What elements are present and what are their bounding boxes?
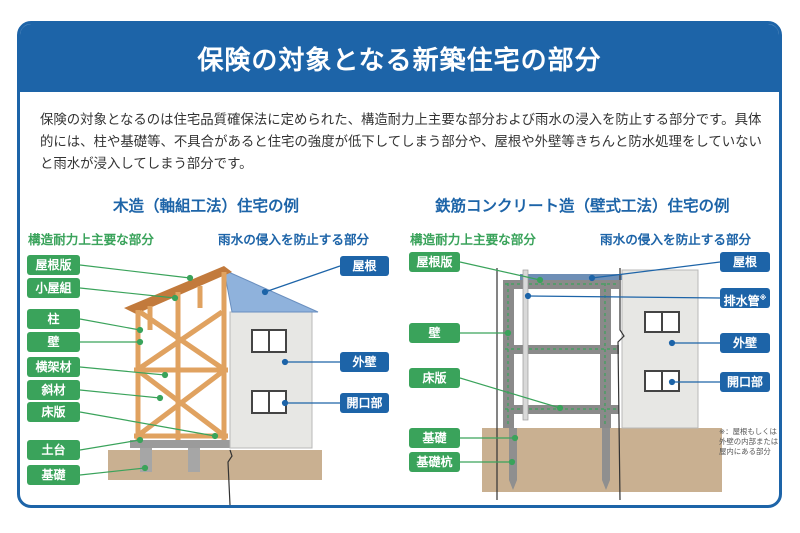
wood-timber-frame <box>134 272 228 440</box>
wood-ground <box>108 450 322 480</box>
wood-roof <box>223 269 319 313</box>
wood-label-opening: 開口部 <box>340 393 389 413</box>
wood-label-floor: 床版 <box>27 402 80 422</box>
intro-text: 保険の対象となるのは住宅品質確保法に定められた、構造耐力上主要な部分および雨水の… <box>40 113 762 172</box>
rc-exterior-wall <box>621 269 699 429</box>
wood-label-exterior-wall: 外壁 <box>340 352 389 372</box>
wood-label-foundation: 基礎 <box>27 465 80 485</box>
rc-section-title: 鉄筋コンクリート造（壁式工法）住宅の例 <box>435 197 730 215</box>
rc-label-opening: 開口部 <box>720 372 770 392</box>
wood-label-wall: 壁 <box>27 332 80 352</box>
card-header: 保険の対象となる新築住宅の部分 <box>20 24 779 92</box>
wood-foundation <box>130 440 230 448</box>
wood-label-roof-frame: 小屋組 <box>27 278 80 298</box>
rc-label-pile: 基礎杭 <box>409 452 460 472</box>
wood-structural-leaders <box>79 264 219 476</box>
wood-structural-heading: 構造耐力上主要な部分 <box>28 232 154 247</box>
rc-structural-leaders <box>459 261 564 466</box>
rc-label-floor: 床版 <box>409 368 460 388</box>
rc-drain-pipe <box>522 269 529 421</box>
wood-section-title: 木造（軸組工法）住宅の例 <box>113 197 300 215</box>
wood-label-brace: 斜材 <box>27 380 80 400</box>
wood-house-illustration <box>108 266 322 506</box>
rc-structural-heading: 構造耐力上主要な部分 <box>410 232 536 247</box>
page-title: 保険の対象となる新築住宅の部分 <box>197 45 602 76</box>
wood-exterior-wall <box>229 311 313 449</box>
footnote-mark: ※ <box>759 294 767 302</box>
rc-label-wall: 壁 <box>409 323 460 343</box>
wood-label-sill: 土台 <box>27 440 80 460</box>
rc-label-roof: 屋根 <box>720 252 770 272</box>
rc-label-exterior-wall: 外壁 <box>720 333 770 353</box>
rc-label-foundation: 基礎 <box>409 428 460 448</box>
rc-footnote: ※：屋根もしくは外壁の内部または屋内にある部分 <box>719 427 779 456</box>
wood-label-roof-board: 屋根版 <box>27 255 80 275</box>
rc-label-roof-board: 屋根版 <box>409 252 460 272</box>
rc-house-illustration <box>482 268 722 501</box>
wood-label-roof: 屋根 <box>340 256 389 276</box>
rc-roof-edge <box>520 274 622 280</box>
rc-water-heading: 雨水の侵入を防止する部分 <box>600 232 752 247</box>
insurance-card: 保険の対象となる新築住宅の部分 保険の対象となるのは住宅品質確保法に定められた、… <box>17 21 782 508</box>
wood-label-beam: 横架材 <box>27 357 80 377</box>
wood-water-leaders <box>261 265 341 407</box>
wood-label-column: 柱 <box>27 309 80 329</box>
rc-label-drain-pipe: 排水管※ <box>720 288 770 308</box>
rc-water-leaders <box>524 261 721 386</box>
wood-water-heading: 雨水の侵入を防止する部分 <box>218 232 370 247</box>
